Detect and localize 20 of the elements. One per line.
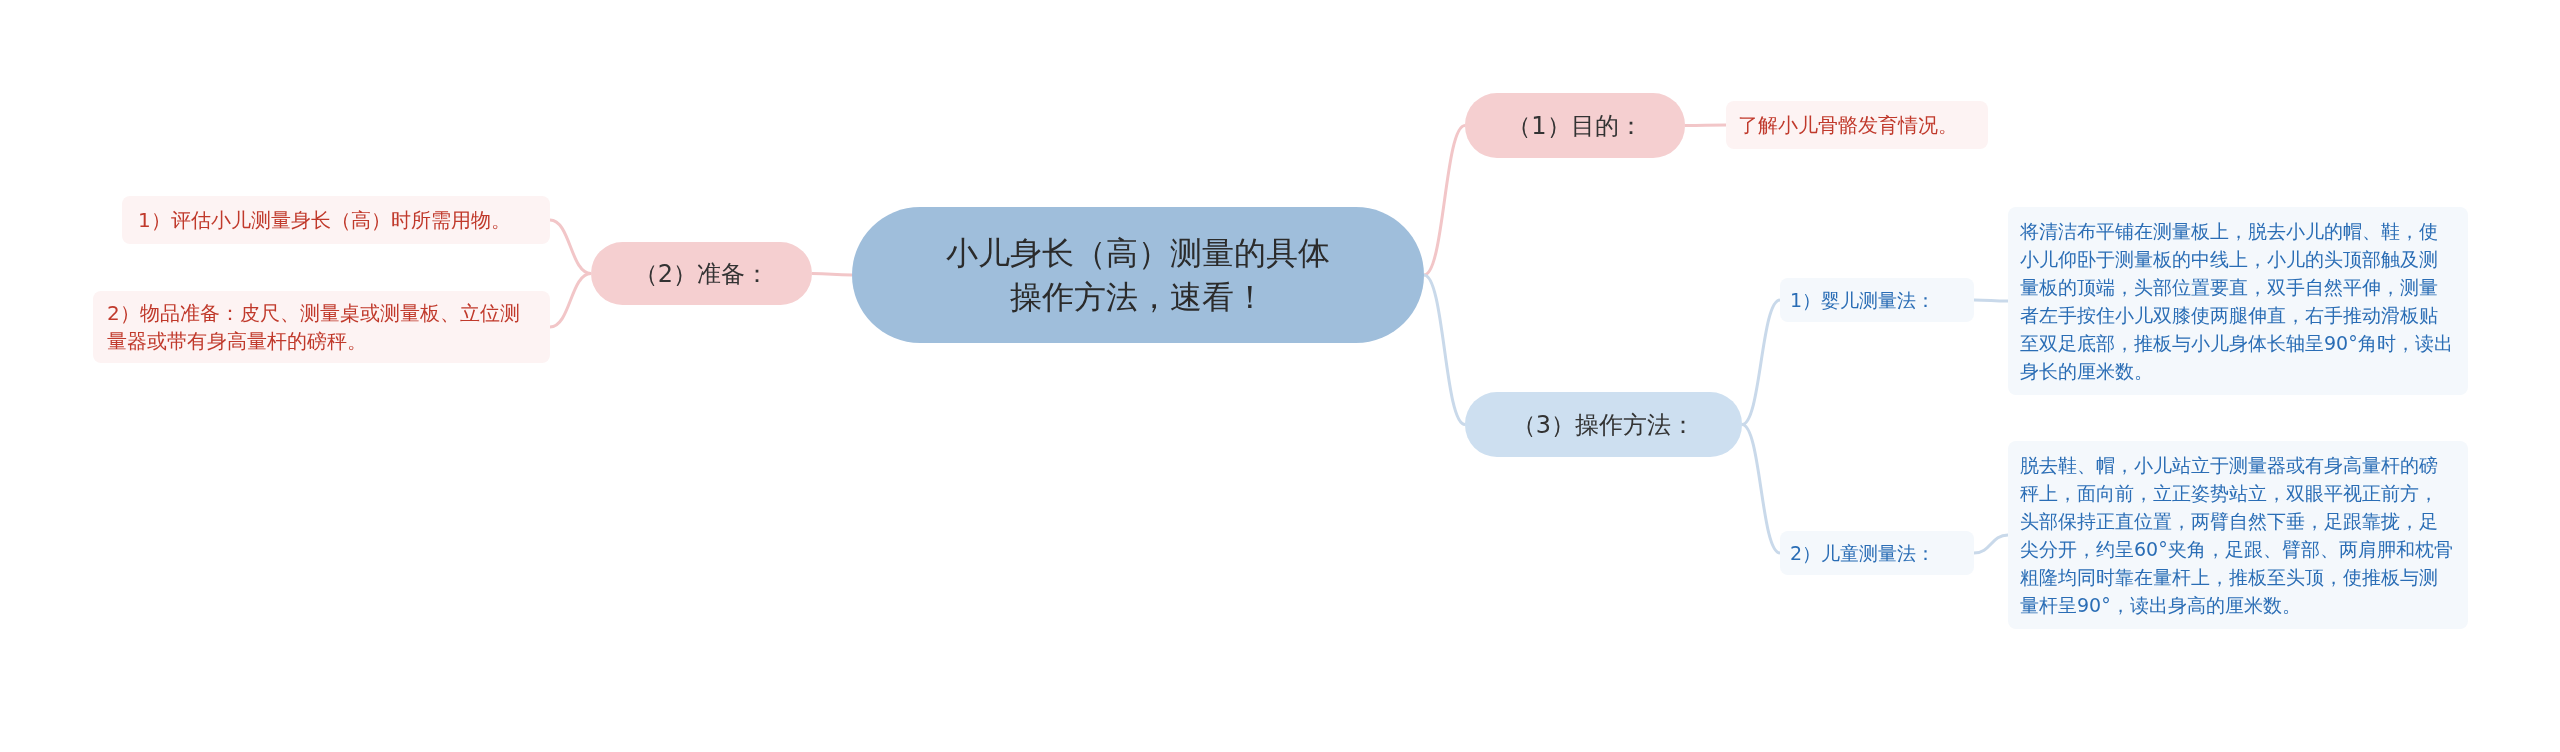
central-topic: 小儿身长（高）测量的具体操作方法，速看！ <box>852 207 1424 343</box>
connector-line <box>1685 123 1726 127</box>
sub-topic: 2）儿童测量法： <box>1780 531 1974 575</box>
leaf-note: 1）评估小儿测量身长（高）时所需用物。 <box>122 196 550 244</box>
branch-topic: （2）准备： <box>591 242 812 305</box>
connector-line <box>812 272 852 277</box>
connector-line <box>1423 124 1466 277</box>
leaf-note: 脱去鞋、帽，小儿站立于测量器或有身高量杆的磅秤上，面向前，立正姿势站立，双眼平视正前方，头部保持正直位置，两臂自然下垂，足跟靠拢，足尖分开，约呈60°夹角，足跟、臂部、两肩胛和枕骨粗隆均同时靠在量杆上，推板至头顶，使推板与测量杆呈90°，读出身高的厘米数。 <box>2008 441 2468 629</box>
leaf-note: 将清洁布平铺在测量板上，脱去小儿的帽、鞋，使小儿仰卧于测量板的中线上，小儿的头顶部触及测量板的顶端，头部位置要直，双手自然平伸，测量者左手按住小儿双膝使两腿伸直，右手推动滑板贴至双足底部，推板与小儿身体长轴呈90°角时，读出身长的厘米数。 <box>2008 207 2468 395</box>
leaf-note: 2）物品准备：皮尺、测量桌或测量板、立位测量器或带有身高量杆的磅秤。 <box>93 291 550 363</box>
connector-line <box>1741 298 1781 426</box>
connector-line <box>1973 533 2009 555</box>
sub-topic: 1）婴儿测量法： <box>1780 278 1974 322</box>
connector-line <box>1974 298 2008 303</box>
connector-line <box>549 272 592 329</box>
connector-line <box>1423 273 1466 426</box>
connector-line <box>1741 423 1781 555</box>
branch-topic: （1）目的： <box>1465 93 1685 158</box>
leaf-note: 了解小儿骨骼发育情况。 <box>1726 101 1988 149</box>
branch-topic: （3）操作方法： <box>1465 392 1742 457</box>
